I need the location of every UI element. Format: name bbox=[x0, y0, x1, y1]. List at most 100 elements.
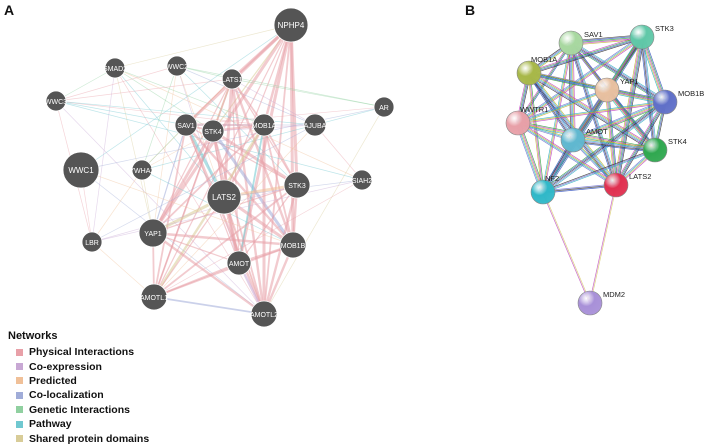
network-b-edge bbox=[517, 36, 642, 123]
gene-node-mob1b[interactable]: MOB1B bbox=[279, 231, 307, 259]
network-b-edge bbox=[544, 103, 667, 195]
protein-node-label: MOB1B bbox=[678, 89, 704, 98]
gene-node-yap1[interactable]: YAP1 bbox=[138, 218, 168, 248]
network-a-edge bbox=[80, 106, 385, 171]
network-a-edge bbox=[231, 78, 316, 126]
protein-node-circle bbox=[629, 24, 655, 50]
network-b-edge bbox=[606, 89, 656, 151]
network-b-edge bbox=[608, 88, 657, 149]
protein-node-circle bbox=[577, 290, 603, 316]
protein-node-label: AMOT bbox=[586, 127, 608, 136]
network-b-edge bbox=[616, 102, 666, 186]
network-b-edge bbox=[527, 73, 543, 193]
gene-node-circle bbox=[166, 55, 188, 77]
network-b-edge bbox=[640, 37, 654, 151]
gene-node-circle bbox=[283, 171, 311, 199]
gene-node-ywhaz[interactable]: YWHAZ bbox=[129, 159, 155, 181]
gene-node-stk4[interactable]: STK4 bbox=[201, 119, 225, 143]
gene-node-label: STK4 bbox=[204, 129, 222, 136]
network-a-edge bbox=[141, 130, 214, 171]
network-a-edge bbox=[153, 184, 298, 298]
gene-node-ajuba[interactable]: AJUBA bbox=[303, 113, 327, 137]
network-a-edge bbox=[153, 130, 214, 298]
protein-node-label: LATS2 bbox=[629, 172, 651, 181]
network-b-edge bbox=[528, 73, 573, 141]
network-a-edge bbox=[114, 24, 292, 69]
network-a-edge bbox=[230, 78, 266, 315]
gene-node-circle bbox=[273, 7, 309, 43]
gene-node-wwc3[interactable]: WWC3 bbox=[45, 90, 67, 112]
network-a-edge bbox=[212, 129, 298, 187]
protein-node-mob1a[interactable]: MOB1A bbox=[516, 55, 557, 86]
protein-node-stk3[interactable]: STK3 bbox=[629, 24, 674, 50]
gene-node-lats2[interactable]: LATS2 bbox=[206, 179, 242, 215]
network-b-edge bbox=[517, 42, 572, 124]
gene-node-ar[interactable]: AR bbox=[373, 96, 395, 118]
network-a-edge bbox=[91, 124, 316, 243]
gene-node-amotl1[interactable]: AMOTL1 bbox=[140, 283, 168, 311]
gene-node-nphp4[interactable]: NPHP4 bbox=[273, 7, 309, 43]
gene-node-circle bbox=[250, 300, 278, 328]
network-b-edge bbox=[543, 102, 666, 194]
network-a-edge bbox=[176, 65, 316, 126]
gene-node-wwc2[interactable]: WWC2 bbox=[166, 55, 188, 77]
gene-node-label: LATS1 bbox=[222, 77, 243, 84]
network-a-edge bbox=[153, 244, 294, 298]
protein-node-label: SAV1 bbox=[584, 30, 603, 39]
network-b-edge bbox=[518, 90, 608, 125]
gene-node-lats1[interactable]: LATS1 bbox=[222, 68, 243, 90]
network-a-edge bbox=[80, 169, 294, 246]
gene-node-amot[interactable]: AMOT bbox=[226, 250, 252, 276]
gene-node-circle bbox=[206, 179, 242, 215]
network-a-edges bbox=[55, 23, 385, 315]
protein-node-label: WWTR1 bbox=[520, 105, 548, 114]
network-b-edge bbox=[528, 74, 607, 92]
gene-node-mob1a[interactable]: MOB1A bbox=[252, 113, 277, 137]
gene-node-circle bbox=[226, 250, 252, 276]
legend-label: Pathway bbox=[29, 418, 72, 431]
protein-node-stk4[interactable]: STK4 bbox=[642, 137, 687, 163]
legend-item: Co-localization bbox=[8, 388, 149, 402]
gene-node-siah2[interactable]: SIAH2 bbox=[351, 169, 373, 191]
protein-node-amot[interactable]: AMOT bbox=[560, 127, 608, 153]
gene-node-label: SAV1 bbox=[177, 123, 194, 130]
network-b-edge bbox=[605, 90, 615, 186]
protein-node-sav1[interactable]: SAV1 bbox=[558, 30, 603, 56]
network-b-edge bbox=[614, 36, 642, 185]
network-a-edge bbox=[153, 179, 363, 298]
legend-swatch bbox=[16, 377, 23, 385]
network-b-edge bbox=[572, 100, 665, 140]
protein-node-lats2[interactable]: LATS2 bbox=[603, 172, 651, 198]
gene-node-wwc1[interactable]: WWC1 bbox=[62, 151, 100, 189]
gene-node-label: AR bbox=[379, 105, 389, 112]
protein-node-yap1[interactable]: YAP1 bbox=[594, 77, 639, 103]
network-a-edge bbox=[91, 184, 298, 243]
gene-node-circle bbox=[140, 283, 168, 311]
network-a-edge bbox=[238, 184, 298, 264]
gene-node-label: LATS2 bbox=[212, 193, 236, 202]
protein-node-wwtr1[interactable]: WWTR1 bbox=[505, 105, 548, 136]
legend-swatch bbox=[16, 348, 23, 356]
gene-node-smad2[interactable]: SMAD2 bbox=[103, 57, 127, 79]
network-b-edge bbox=[605, 90, 655, 151]
network-b-edge bbox=[530, 71, 575, 140]
gene-node-circle bbox=[45, 90, 67, 112]
gene-node-circle bbox=[351, 169, 373, 191]
network-b-edge bbox=[573, 102, 666, 142]
network-b-edge bbox=[607, 89, 657, 150]
gene-node-circle bbox=[104, 57, 126, 79]
protein-node-label: MDM2 bbox=[603, 290, 625, 299]
gene-node-stk3[interactable]: STK3 bbox=[283, 171, 311, 199]
protein-node-mdm2[interactable]: MDM2 bbox=[577, 290, 625, 316]
protein-node-circle bbox=[603, 172, 629, 198]
protein-node-nf2[interactable]: NF2 bbox=[530, 174, 559, 205]
gene-node-lbr[interactable]: LBR bbox=[81, 231, 103, 253]
gene-node-sav1[interactable]: SAV1 bbox=[174, 113, 198, 137]
gene-node-amotl2[interactable]: AMOTL2 bbox=[250, 300, 278, 328]
protein-node-mob1b[interactable]: MOB1B bbox=[652, 89, 704, 115]
network-a-edge bbox=[55, 65, 178, 102]
networks-legend: Networks Physical Interactions Co-expres… bbox=[8, 330, 149, 446]
